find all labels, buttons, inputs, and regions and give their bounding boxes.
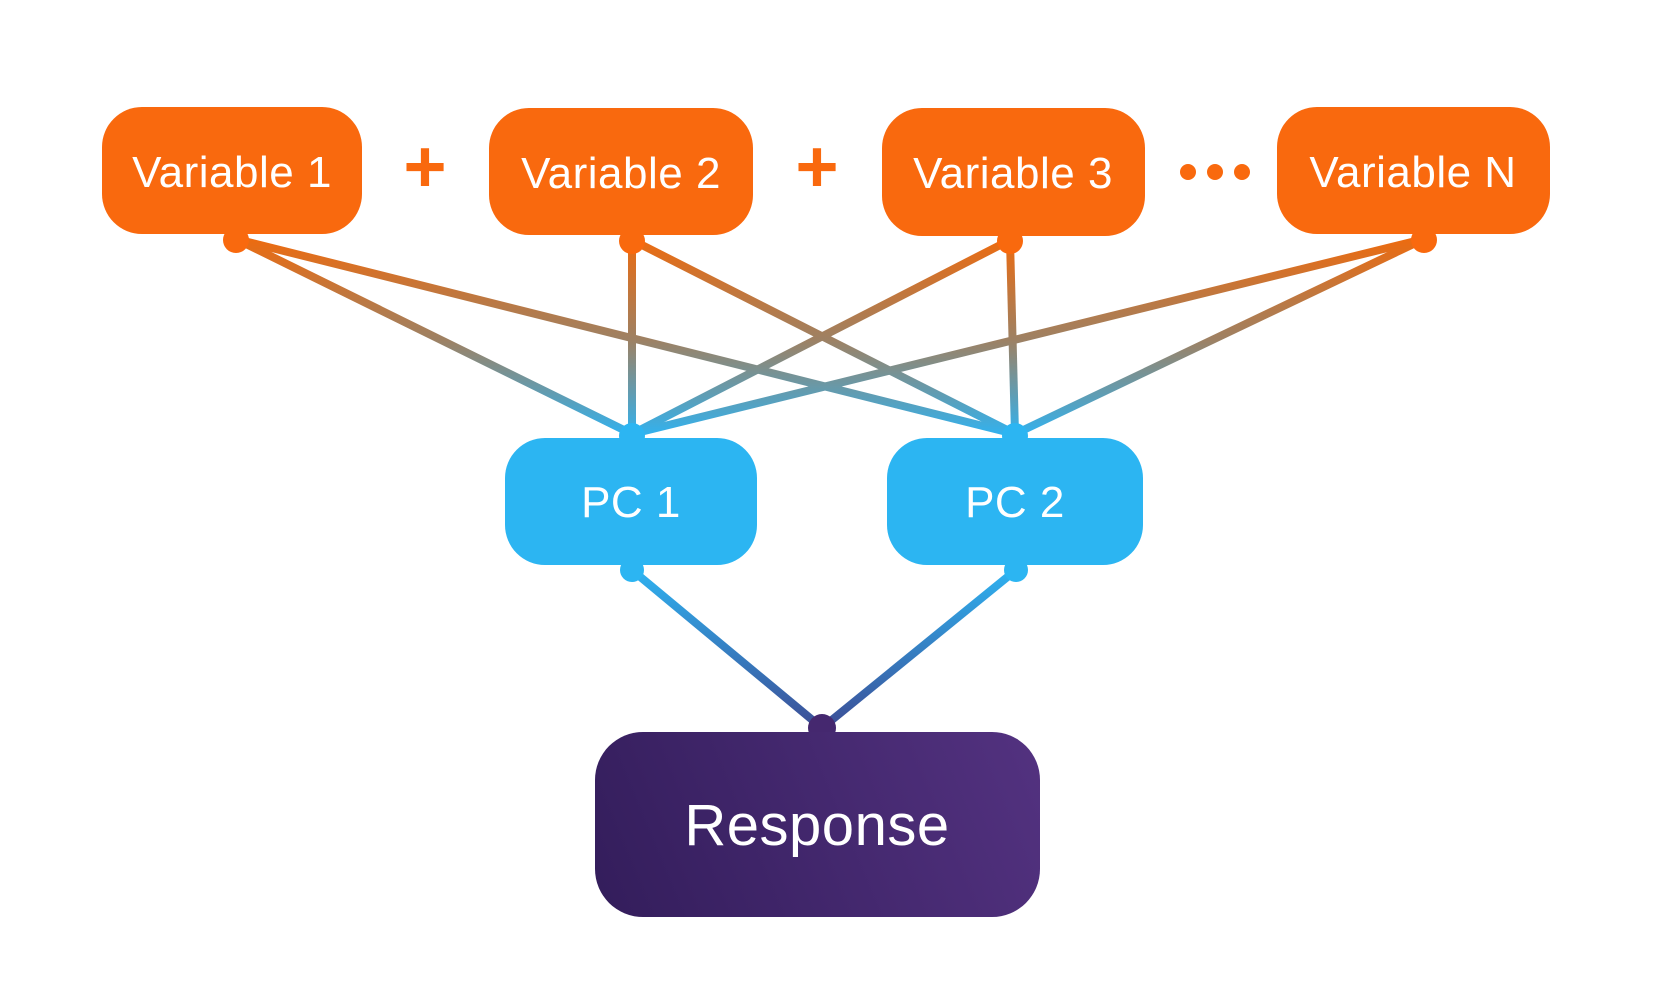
node-variable-2-label: Variable 2 xyxy=(521,149,721,198)
plus-operator-2: + xyxy=(795,125,838,208)
node-response-box xyxy=(595,732,1040,917)
variable-nodes: Variable 1 Variable 2 Variable 3 Variabl… xyxy=(102,107,1550,236)
edges-variables-to-pcs xyxy=(234,235,1426,438)
node-variable-3-box xyxy=(882,108,1145,236)
edge-var1-pc2 xyxy=(235,235,1016,438)
edges-pcs-to-response xyxy=(629,566,1019,732)
edge-var1-pc1 xyxy=(234,235,634,438)
node-variable-1-label: Variable 1 xyxy=(132,148,332,197)
node-response-label: Response xyxy=(684,793,949,858)
node-variable-n-label: Variable N xyxy=(1309,148,1516,197)
node-variable-3-label: Variable 3 xyxy=(913,149,1113,198)
ellipsis-dot-2 xyxy=(1207,164,1223,180)
edge-pc2-response xyxy=(819,566,1019,732)
edge-pc1-response xyxy=(629,566,825,732)
ellipsis-dot-3 xyxy=(1234,164,1250,180)
response-node: Response xyxy=(595,732,1040,917)
ellipsis-icon xyxy=(1180,164,1250,180)
node-variable-2-box xyxy=(489,108,753,235)
edge-varN-pc1 xyxy=(631,235,1425,438)
node-pc2-label: PC 2 xyxy=(965,478,1065,527)
operators: + + xyxy=(403,125,1250,208)
plus-operator-1: + xyxy=(403,125,446,208)
node-pc1-label: PC 1 xyxy=(581,478,681,527)
pc-nodes: PC 1 PC 2 xyxy=(505,438,1143,565)
edge-varN-pc2 xyxy=(1013,235,1426,438)
node-pc1-box xyxy=(505,438,757,565)
node-variable-n-box xyxy=(1277,107,1550,234)
node-pc2-box xyxy=(887,438,1143,565)
edge-var3-pc1 xyxy=(630,236,1012,438)
ellipsis-dot-1 xyxy=(1180,164,1196,180)
node-variable-1-box xyxy=(102,107,362,234)
connector-knobs xyxy=(223,227,1437,742)
